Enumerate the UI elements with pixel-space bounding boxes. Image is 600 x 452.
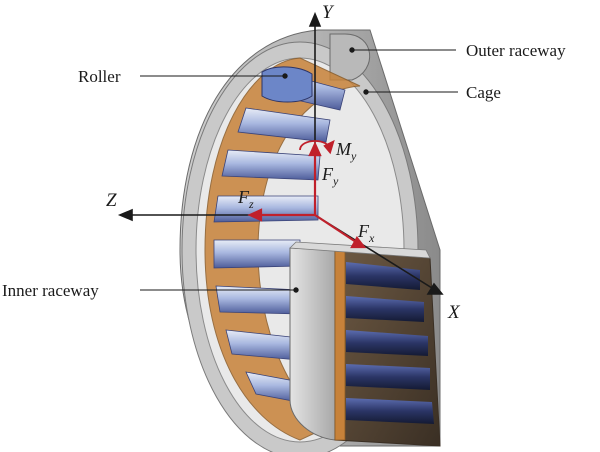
moment-arrowhead: [323, 139, 335, 155]
fx-arrowhead: [350, 236, 367, 249]
roller: [221, 149, 321, 181]
roller-highlight: [261, 66, 313, 103]
roller: [213, 195, 319, 223]
axis-label-x: X: [447, 302, 461, 323]
label-roller: Roller: [78, 67, 121, 86]
roller-dark: [346, 330, 428, 356]
axis-label-z: Z: [106, 190, 117, 211]
x-axis-arrowhead: [426, 282, 444, 295]
force-vectors: [247, 139, 367, 249]
fz-label: Fz: [237, 187, 254, 211]
roller-dark: [346, 296, 424, 322]
fz-arrowhead: [247, 208, 263, 222]
fx-label: Fx: [357, 221, 375, 245]
label-cage: Cage: [466, 83, 501, 102]
roller-set: [213, 66, 346, 403]
roller: [237, 107, 331, 143]
moment-label: My: [335, 139, 357, 163]
fy-label: Fy: [321, 164, 339, 188]
roller-dark: [346, 398, 434, 424]
label-inner-raceway: Inner raceway: [2, 281, 99, 300]
inner-raceway: [289, 241, 441, 447]
callout-leaders: [140, 47, 458, 293]
fy-arrowhead: [308, 141, 322, 157]
z-axis-arrowhead: [117, 208, 133, 222]
roller-dark: [346, 364, 430, 390]
fx-line: [314, 214, 357, 243]
label-outer-raceway: Outer raceway: [466, 41, 566, 60]
y-axis-arrowhead: [308, 11, 322, 27]
axis-label-y: Y: [322, 2, 335, 23]
roller: [213, 239, 301, 269]
